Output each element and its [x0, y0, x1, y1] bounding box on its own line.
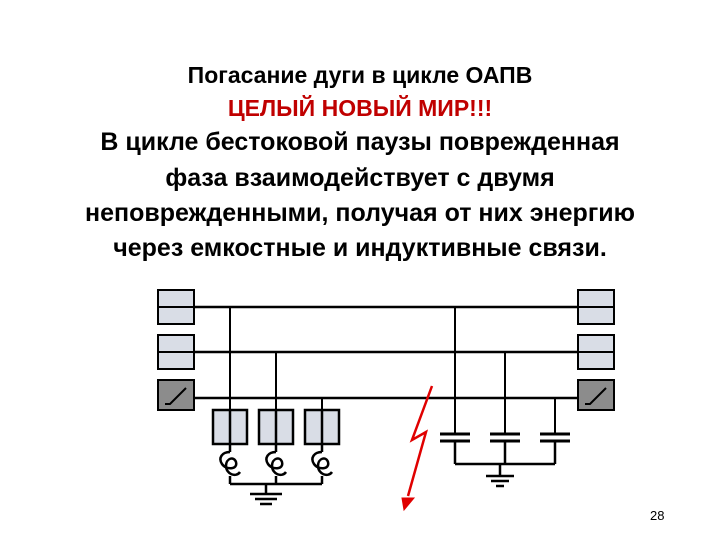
arc-fault-icon [401, 385, 434, 512]
slide-title: Погасание дуги в цикле ОАПВ [187, 62, 533, 88]
body-line-4: через емкостные и индуктивные связи. [113, 234, 607, 262]
coil-1 [219, 450, 242, 477]
slide-subtitle: ЦЕЛЫЙ НОВЫЙ МИР!!! [227, 95, 493, 121]
reactor-ground [230, 482, 322, 506]
body-line-3: неповрежденными, получая от них энергию [85, 199, 635, 227]
left-source [157, 289, 195, 411]
phase-lines [194, 305, 578, 400]
reactor-boxes [211, 408, 341, 446]
reactor-connections [229, 307, 323, 410]
left-breaker-switch [157, 379, 195, 411]
capacitor-ground [453, 441, 557, 488]
coil-3 [311, 450, 334, 477]
body-line-2: фаза взаимодействует с двумя [165, 164, 555, 192]
capacitors [440, 432, 570, 443]
body-line-1: В цикле бестоковой паузы поврежденная [100, 128, 620, 156]
coil-2 [265, 450, 288, 477]
right-breaker-switch [577, 379, 615, 411]
page-number: 28 [650, 508, 665, 523]
right-source [577, 289, 615, 411]
capacitor-connections [454, 307, 556, 434]
reactor-coils [219, 444, 334, 484]
